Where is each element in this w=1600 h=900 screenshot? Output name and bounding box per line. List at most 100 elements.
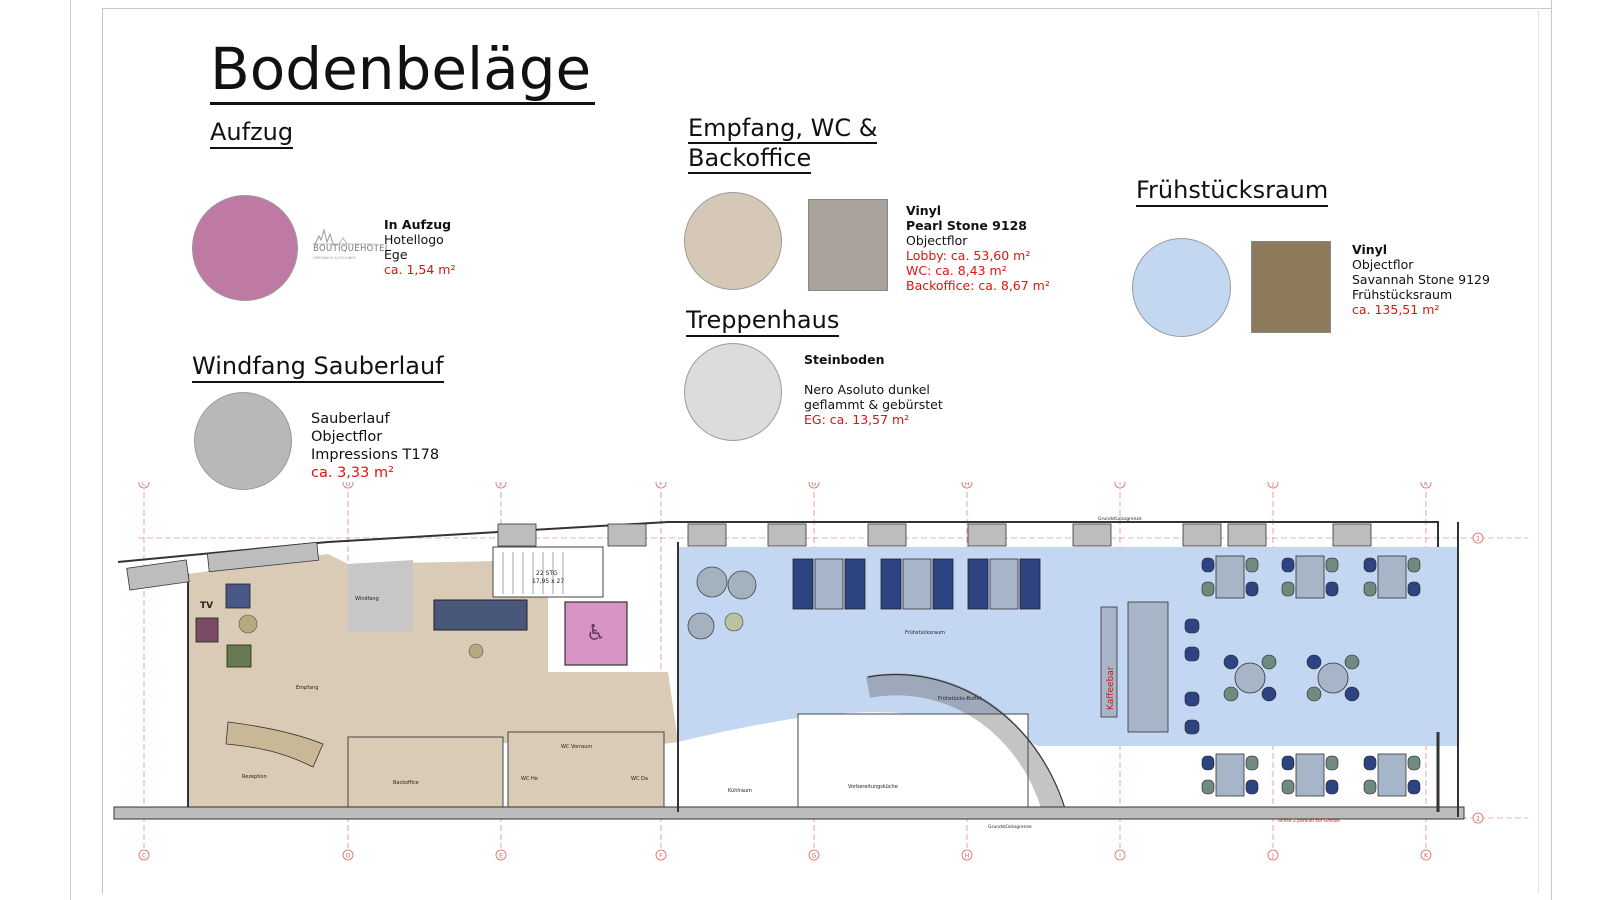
square-table: [1295, 555, 1325, 599]
aufzug-line-1: In Aufzug: [384, 217, 452, 232]
windfang-line-2: Objectflor: [311, 429, 383, 445]
dining-tables: [1184, 555, 1421, 797]
floor-plan: 22 STG 17,95 x 27 ♿ Kaffeebar TV Empfang…: [113, 482, 1528, 861]
chair: [1363, 779, 1377, 795]
chair: [1344, 686, 1360, 702]
axis-bubble-K: [1420, 849, 1432, 861]
chair: [1344, 654, 1360, 670]
achse-note: Achse 2 parallel zur Grenze: [1278, 818, 1340, 824]
lobby-side-table: [238, 614, 258, 634]
window-piers: [126, 523, 1372, 591]
chair: [1261, 654, 1277, 670]
booth-table: [902, 558, 932, 610]
high-table: [1127, 601, 1169, 733]
window-pier: [687, 523, 727, 547]
row-bubble-2: [1472, 812, 1484, 824]
axis-label-E: E: [499, 482, 503, 488]
drawing-frame-left: [102, 8, 103, 894]
lobby-stool: [468, 643, 484, 659]
window-pier: [126, 559, 190, 591]
buffet-label: Frühstücks-Buffet: [938, 696, 982, 702]
axis-label-G: G: [812, 482, 817, 488]
chair: [1223, 686, 1239, 702]
wheelchair-icon: ♿: [586, 621, 606, 646]
chair: [1363, 557, 1377, 573]
window-pier: [867, 523, 907, 547]
chair: [1363, 755, 1377, 771]
window-pier: [767, 523, 807, 547]
axis-label-I: I: [1119, 482, 1121, 488]
vorbereitungskueche-label: Vorbereitungsküche: [848, 784, 898, 790]
aufzug-description: In Aufzug Hotellogo Ege ca. 1,54 m²: [384, 217, 455, 277]
chair: [1325, 779, 1339, 795]
fruehstueck-description: Vinyl Objectflor Savannah Stone 9129 Frü…: [1352, 242, 1490, 317]
fruehstueck-heading: Frühstücksraum: [1136, 176, 1329, 207]
stairs-label: 22 STG: [536, 570, 558, 577]
axis-label-F: F: [659, 482, 663, 488]
empfang-line-2: Pearl Stone 9128: [906, 218, 1027, 233]
grundstuecksgrenze-top-label: Grundstücksgrenze: [1098, 516, 1142, 522]
axis-label-E: E: [499, 853, 503, 860]
booth-bench: [880, 558, 902, 610]
hotel-logo-text: BOUTIQUEHOTEL: [313, 244, 390, 254]
page-title: Bodenbeläge: [210, 36, 596, 105]
elevator-floor-area: [564, 601, 628, 666]
axis-bubble-F: [655, 482, 667, 489]
fruehstueck-line-1: Vinyl: [1352, 242, 1388, 257]
drawing-frame-right: [1551, 0, 1552, 900]
window-pier: [1227, 523, 1267, 547]
axis-bubble-D: [342, 849, 354, 861]
rezeption-room-label: Rezeption: [242, 774, 267, 780]
chair: [1407, 755, 1421, 771]
row-label-2: 2: [1476, 816, 1480, 823]
bar-stool: [1184, 646, 1200, 662]
grundstuecksgrenze-bottom-label: Grundstücksgrenze: [988, 824, 1032, 830]
wc-block: [507, 731, 665, 813]
treppenhaus-color-swatch: [684, 343, 782, 441]
window-pier: [206, 541, 320, 573]
axis-bubble-H: [961, 482, 973, 489]
booth-table: [989, 558, 1019, 610]
chair: [1363, 581, 1377, 597]
chair: [1325, 581, 1339, 597]
chair: [1281, 779, 1295, 795]
chair: [1245, 581, 1259, 597]
staircase: [492, 546, 604, 598]
lobby-sofa: [433, 599, 528, 631]
axis-bubble-J: [1267, 849, 1279, 861]
bar-stool: [1184, 691, 1200, 707]
buffet-wall-outer: [867, 673, 1067, 813]
axis-label-F: F: [659, 853, 663, 860]
lounge-chairs: [687, 566, 757, 640]
lobby-armchair-3: [226, 644, 252, 668]
treppenhaus-area: EG: ca. 13,57 m²: [804, 412, 910, 427]
sheet-border-left: [70, 0, 71, 900]
chair: [1407, 557, 1421, 573]
window-pier: [1072, 523, 1112, 547]
aufzug-color-swatch: [192, 195, 298, 301]
reception-desk: [225, 721, 324, 768]
chair: [1201, 755, 1215, 771]
fruehstuecksraum-label: Frühstücksraum: [905, 630, 945, 636]
window-pier: [497, 523, 537, 547]
chair: [1201, 779, 1215, 795]
lobby-armchair-1: [225, 583, 251, 609]
windfang-area: ca. 3,33 m²: [311, 465, 394, 481]
axis-bubble-C: [138, 849, 150, 861]
windfang-line-1: Sauberlauf: [311, 411, 390, 427]
buffet-curved-wall: [865, 673, 1064, 814]
axis-bubble-I: [1114, 482, 1126, 489]
chair: [1281, 755, 1295, 771]
window-pier: [1182, 523, 1222, 547]
chair: [1281, 581, 1295, 597]
axis-label-D: D: [346, 853, 351, 860]
chair: [1306, 654, 1322, 670]
empfang-line-3: Objectflor: [906, 233, 968, 248]
treppenhaus-line-2: Nero Asoluto dunkel: [804, 382, 930, 397]
window-pier: [967, 523, 1007, 547]
axis-label-H: H: [965, 853, 970, 860]
empfang-line-1: Vinyl: [906, 203, 942, 218]
square-table: [1215, 753, 1245, 797]
empfang-area-lobby: Lobby: ca. 53,60 m²: [906, 248, 1031, 263]
windfang-description: Sauberlauf Objectflor Impressions T178 c…: [311, 410, 439, 482]
